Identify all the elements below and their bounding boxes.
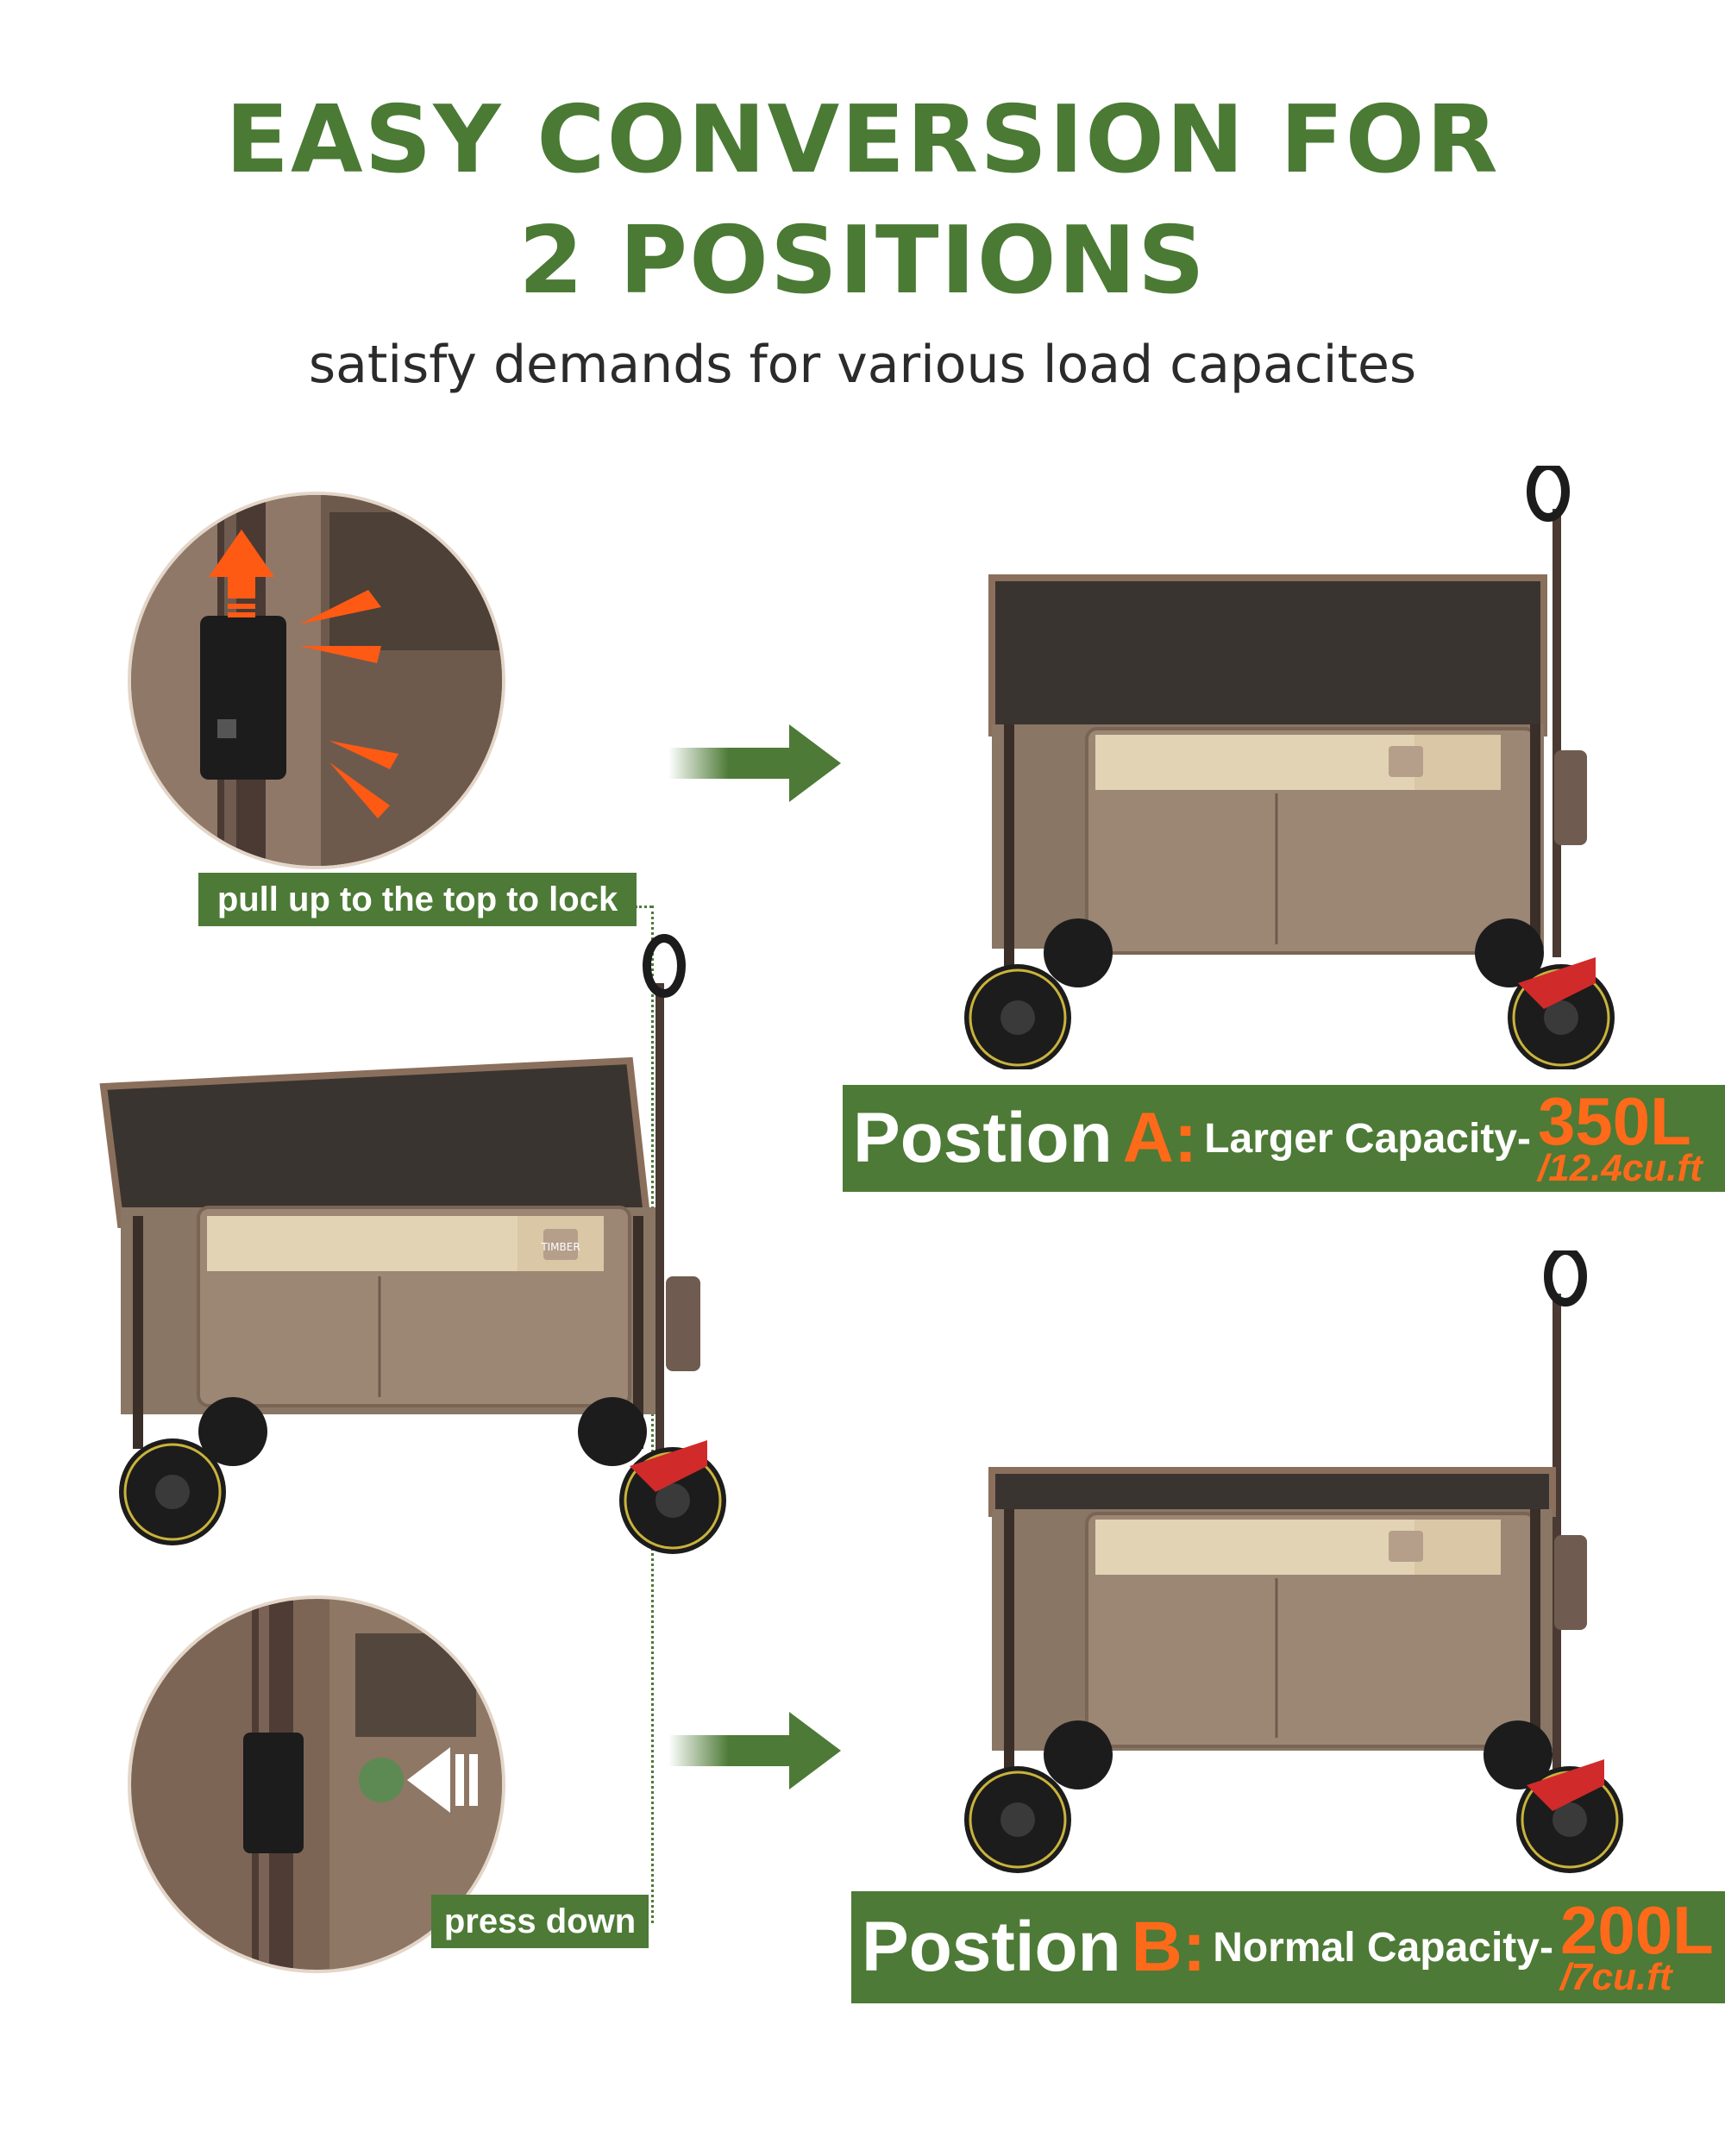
lock-detail-illustration xyxy=(131,495,502,866)
brand-label: TIMBER xyxy=(540,1241,580,1253)
wagon-illustration-b xyxy=(964,1246,1623,1873)
lock-detail-circle xyxy=(128,492,505,869)
position-b-capacity-label: Normal Capacity- xyxy=(1213,1924,1553,1971)
arrow-right-bottom xyxy=(668,1712,841,1789)
subtitle: satisfy demands for various load capacit… xyxy=(308,335,1417,395)
wagon-reference: TIMBER xyxy=(52,931,742,1570)
position-b-banner: Postion B: Normal Capacity- 200L /7cu.ft xyxy=(851,1891,1725,2003)
position-b-volume: 200L xyxy=(1559,1892,1714,1969)
wagon-position-b xyxy=(940,1246,1630,1889)
wagon-illustration-center: TIMBER xyxy=(99,934,726,1554)
position-a-banner: Postion A: Larger Capacity- 350L /12.4cu… xyxy=(843,1085,1725,1192)
wagon-illustration-a xyxy=(964,461,1615,1071)
connector-line-top xyxy=(635,906,652,908)
headline-line-2: 2 POSITIONS xyxy=(518,207,1207,315)
pull-up-callout: pull up to the top to lock xyxy=(198,873,637,926)
position-a-word: Postion xyxy=(853,1099,1113,1177)
position-a-volume: 350L xyxy=(1537,1083,1691,1160)
headline-line-1: EASY CONVERSION FOR xyxy=(225,86,1500,194)
position-a-volume-alt: /12.4cu.ft xyxy=(1537,1147,1703,1190)
arrow-right-top xyxy=(668,724,841,802)
position-a-capacity-label: Larger Capacity- xyxy=(1204,1115,1531,1162)
press-down-callout: press down xyxy=(431,1895,649,1948)
position-b-word: Postion xyxy=(862,1908,1121,1986)
position-a-letter: A: xyxy=(1122,1099,1198,1177)
position-b-letter: B: xyxy=(1131,1908,1207,1986)
position-b-volume-alt: /7cu.ft xyxy=(1559,1956,1672,1999)
wagon-position-a xyxy=(940,461,1630,1071)
